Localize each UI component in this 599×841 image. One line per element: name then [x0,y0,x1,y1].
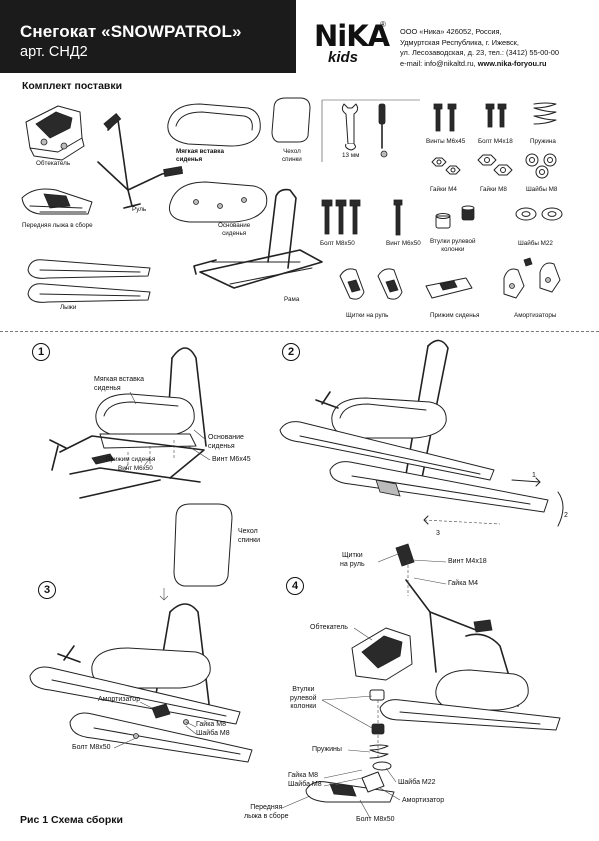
product-article: арт. СНД2 [20,44,88,60]
figure-caption: Рис 1 Схема сборки [20,814,123,826]
seat-base-part [168,181,268,223]
s4-label-bolt-m4x18: Винт М4х18 [448,558,487,565]
label-fairing: Обтекатель [36,160,71,167]
bolt-m4x18-part [485,103,507,128]
screws-m6x45-part [433,103,457,132]
seat-soft-insert-part [167,103,261,147]
label-screws-m6x45: Винты М6х45 [426,138,466,145]
nuts-m4-part [431,157,461,175]
s1-label-screw-m6x50: Винт М6х50 [118,465,153,472]
frame-part [193,188,323,289]
s4-label-washer-m22: Шайба М22 [398,779,436,786]
label-wrench: 13 мм [342,152,360,159]
label-nuts-m8: Гайки М8 [480,186,507,193]
step1-drawing [49,347,207,499]
label-spring: Пружина [530,138,556,145]
handlebar-part [97,112,184,209]
s1-label-screw-m6x45: Винт М6х45 [212,456,251,463]
steering-bushings-part [435,205,475,229]
shock-absorbers-part [503,257,561,299]
label-bolt-m4x18: Болт М4х18 [478,138,513,145]
screwdriver-part [378,103,388,158]
kit-title: Комплект поставки [22,80,123,92]
label-washers-m22: Шайбы М22 [518,240,553,247]
step-3-number: 3 [38,581,56,599]
back-cover-part [271,97,311,143]
label-grips: Щитки на руль [346,312,389,319]
step3-drawing [29,503,253,763]
s2-arrow-2: 2 [564,512,568,519]
s3-label-bolt-m8x50: Болт М8х50 [72,744,111,751]
s4-label-nut-m4: Гайка М4 [448,580,478,587]
s2-arrow-3: 3 [436,530,440,537]
nika-kids-logo: NiKA kids ® [314,19,390,66]
label-shock-absorbers: Амортизаторы [514,312,557,319]
washers-m22-part [515,207,563,221]
label-skis: Лыжи [60,304,77,311]
front-ski-part [21,188,93,215]
s3-label-washer-m8: Шайба М8 [196,730,230,737]
header-banner: Снегокат «SNOWPATROL» арт. СНД2 [0,0,296,73]
product-title: Снегокат «SNOWPATROL» [20,22,242,41]
washers-m8-part [525,153,557,179]
s2-arrow-1: 1 [532,472,536,479]
fairing-part [25,105,85,161]
label-bolt-m8x50: Болт М8х50 [320,240,355,247]
bolts-m8x50-part [321,199,361,235]
s4-label-fairing: Обтекатель [310,624,348,631]
step4-drawing [305,543,561,803]
step-2-number: 2 [282,343,300,361]
leader-lines [113,391,447,819]
seat-clamp-part [425,277,473,299]
skis-part [27,259,151,303]
company-address: ООО «Ника» 426052, Россия, Удмуртская Ре… [400,27,560,68]
step-1-number: 1 [32,343,50,361]
s4-label-shock: Амортизатор [402,797,445,804]
s4-label-bolt-m8x50: Болт М8х50 [356,816,395,823]
step2-drawing [279,339,564,527]
screw-m6x50-part [393,199,403,236]
label-front-ski: Передняя лыжа в сборе [22,222,93,229]
handlebar-grips-part [339,268,403,300]
s4-label-washer-m8: Шайба М8 [288,781,322,788]
wrench-part [341,103,359,151]
spring-part [533,102,557,125]
s1-label-clamp: Прижим сиденья [106,456,156,463]
website-link: www.nika-foryou.ru [477,58,547,68]
s3-label-nut-m8: Гайка М8 [196,721,226,728]
label-screw-m6x50: Винт М6х50 [386,240,421,247]
nuts-m8-part [477,154,513,176]
label-frame: Рама [284,296,300,303]
label-seat-clamp: Прижим сиденья [430,312,480,319]
label-handlebar: Руль [132,206,147,213]
s3-label-shock: Амортизатор [98,696,141,703]
step-4-number: 4 [286,577,304,595]
s4-label-nut-m8: Гайка М8 [288,772,318,779]
section-divider [0,331,599,332]
s4-label-springs: Пружины [312,746,342,753]
label-washers-m8: Шайбы М8 [526,186,558,193]
label-nuts-m4: Гайки М4 [430,186,457,193]
